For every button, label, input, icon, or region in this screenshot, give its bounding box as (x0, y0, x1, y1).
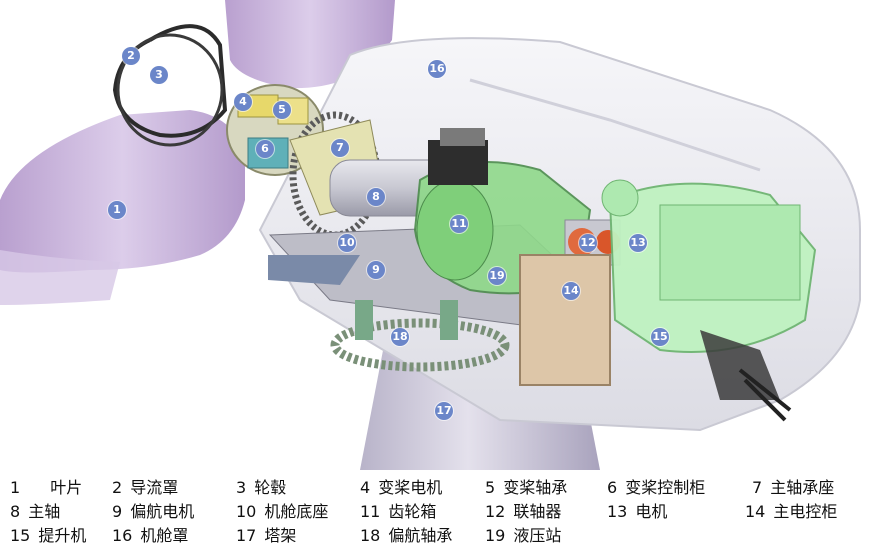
callout-badge-1: 1 (108, 201, 126, 219)
legend-label: 机舱罩 (140, 526, 188, 545)
legend-label: 叶片 (50, 478, 82, 497)
callout-badge-5: 5 (273, 101, 291, 119)
callout-badge-7: 7 (331, 139, 349, 157)
legend-number: 7 (752, 478, 762, 497)
callout-badge-14: 14 (562, 282, 580, 300)
callout-badge-10: 10 (338, 234, 356, 252)
legend-item-13: 13 电机 (607, 498, 667, 522)
callout-badge-3: 3 (150, 66, 168, 84)
legend-item-1: 1 叶片 (10, 474, 82, 498)
legend-item-15: 15 提升机 (10, 522, 86, 546)
legend-item-9: 9 偏航电机 (112, 498, 194, 522)
legend-label: 变桨轴承 (503, 478, 567, 497)
legend-item-2: 2 导流罩 (112, 474, 178, 498)
legend-label: 齿轮箱 (388, 502, 436, 521)
legend-number: 16 (112, 526, 132, 545)
legend-label: 导流罩 (130, 478, 178, 497)
legend-label: 主电控柜 (773, 502, 837, 521)
legend-number: 3 (236, 478, 246, 497)
legend-item-11: 11 齿轮箱 (360, 498, 436, 522)
legend-number: 4 (360, 478, 370, 497)
legend-number: 2 (112, 478, 122, 497)
callout-badge-4: 4 (234, 93, 252, 111)
legend-label: 机舱底座 (264, 502, 328, 521)
legend-number: 9 (112, 502, 122, 521)
legend-number: 10 (236, 502, 256, 521)
legend-label: 主轴承座 (770, 478, 834, 497)
callout-badge-15: 15 (651, 328, 669, 346)
legend-item-18: 18 偏航轴承 (360, 522, 452, 546)
legend-number: 17 (236, 526, 256, 545)
callout-badge-2: 2 (122, 47, 140, 65)
legend-label: 轮毂 (254, 478, 286, 497)
legend-item-6: 6 变桨控制柜 (607, 474, 705, 498)
legend-label: 联轴器 (513, 502, 561, 521)
legend-item-3: 3 轮毂 (236, 474, 286, 498)
legend-item-17: 17 塔架 (236, 522, 296, 546)
legend-number: 6 (607, 478, 617, 497)
legend-item-8: 8 主轴 (10, 498, 60, 522)
legend-label: 变桨电机 (378, 478, 442, 497)
callout-badge-11: 11 (450, 215, 468, 233)
legend-label: 塔架 (264, 526, 296, 545)
legend-item-4: 4 变桨电机 (360, 474, 442, 498)
legend-item-12: 12 联轴器 (485, 498, 561, 522)
legend-item-7: 7 主轴承座 (752, 474, 834, 498)
legend-item-19: 19 液压站 (485, 522, 561, 546)
callout-badge-19: 19 (488, 267, 506, 285)
legend-number: 11 (360, 502, 380, 521)
legend-item-5: 5 变桨轴承 (485, 474, 567, 498)
callout-badge-16: 16 (428, 60, 446, 78)
legend-label: 偏航电机 (130, 502, 194, 521)
control-cabinet-shape (520, 255, 610, 385)
legend-item-16: 16 机舱罩 (112, 522, 188, 546)
legend-number: 15 (10, 526, 30, 545)
legend-number: 8 (10, 502, 20, 521)
callout-badge-17: 17 (435, 402, 453, 420)
legend-label: 液压站 (513, 526, 561, 545)
callout-badge-13: 13 (629, 234, 647, 252)
legend-number: 1 (10, 478, 20, 497)
legend-label: 偏航轴承 (388, 526, 452, 545)
legend-number: 14 (745, 502, 765, 521)
legend-label: 主轴 (28, 502, 60, 521)
callout-badge-6: 6 (256, 140, 274, 158)
callout-badge-8: 8 (367, 188, 385, 206)
callout-badge-18: 18 (391, 328, 409, 346)
lower-blade-shape (0, 110, 245, 273)
legend-number: 13 (607, 502, 627, 521)
callout-badge-9: 9 (367, 261, 385, 279)
legend-number: 18 (360, 526, 380, 545)
legend-number: 19 (485, 526, 505, 545)
legend-label: 提升机 (38, 526, 86, 545)
legend-item-14: 14 主电控柜 (745, 498, 837, 522)
callout-badge-12: 12 (579, 234, 597, 252)
legend-number: 5 (485, 478, 495, 497)
legend-label: 电机 (635, 502, 667, 521)
legend-number: 12 (485, 502, 505, 521)
legend-label: 变桨控制柜 (625, 478, 705, 497)
legend-item-10: 10 机舱底座 (236, 498, 328, 522)
